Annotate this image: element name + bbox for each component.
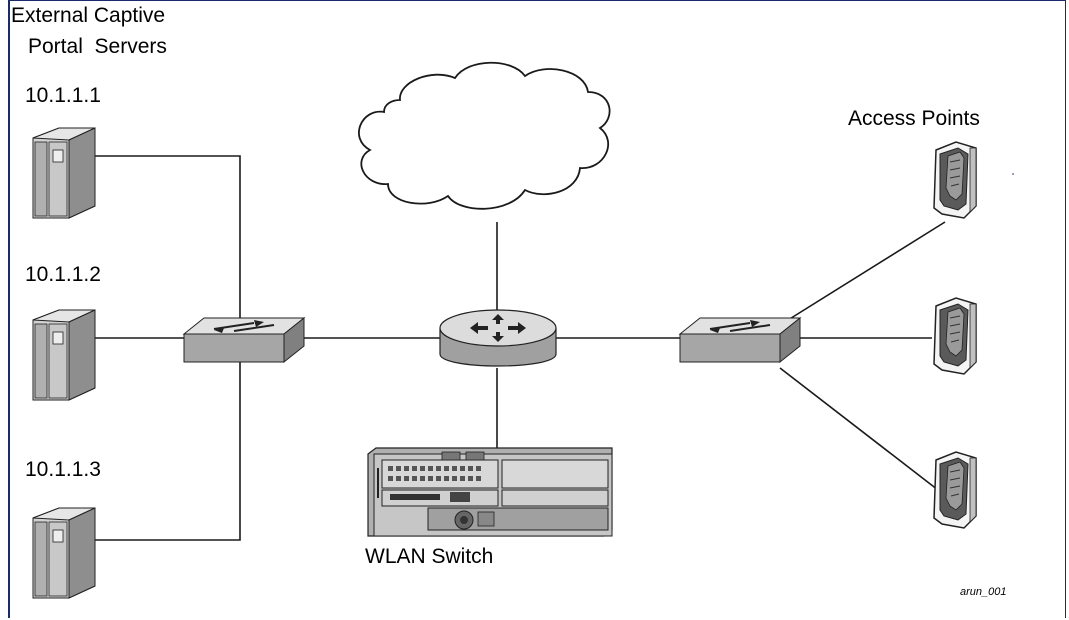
- diagram-frame: [8, 0, 1066, 618]
- server-icon: [32, 309, 96, 401]
- server-ip-label: 10.1.1.1: [25, 84, 101, 107]
- access-points-label: Access Points: [848, 107, 980, 130]
- server-ip-label: 10.1.1.3: [25, 458, 101, 481]
- ap1-link: [787, 221, 946, 321]
- ethernet-switch-icon: [183, 317, 305, 363]
- access-point-icon: [933, 141, 977, 219]
- ap3-link: [779, 367, 939, 491]
- stray-dot: [1012, 173, 1014, 175]
- wlan-switch-label: WLAN Switch: [365, 545, 494, 568]
- connection-lines: [95, 155, 946, 541]
- wlan-switch-icon: [367, 447, 613, 537]
- ethernet-switch-icon: [679, 317, 801, 363]
- server-ip-label: 10.1.1.2: [25, 263, 101, 286]
- server-icon: [32, 507, 96, 599]
- figure-tag: arun_001: [960, 586, 1007, 598]
- diagram-title-line1: External Captive: [11, 4, 166, 27]
- internet-cloud: [358, 61, 611, 210]
- router-icon: [439, 309, 557, 367]
- diagram-title-line2: Portal Servers: [28, 35, 167, 58]
- access-point-icon: [933, 297, 977, 375]
- server-icon: [32, 127, 96, 219]
- access-point-icon: [933, 451, 977, 529]
